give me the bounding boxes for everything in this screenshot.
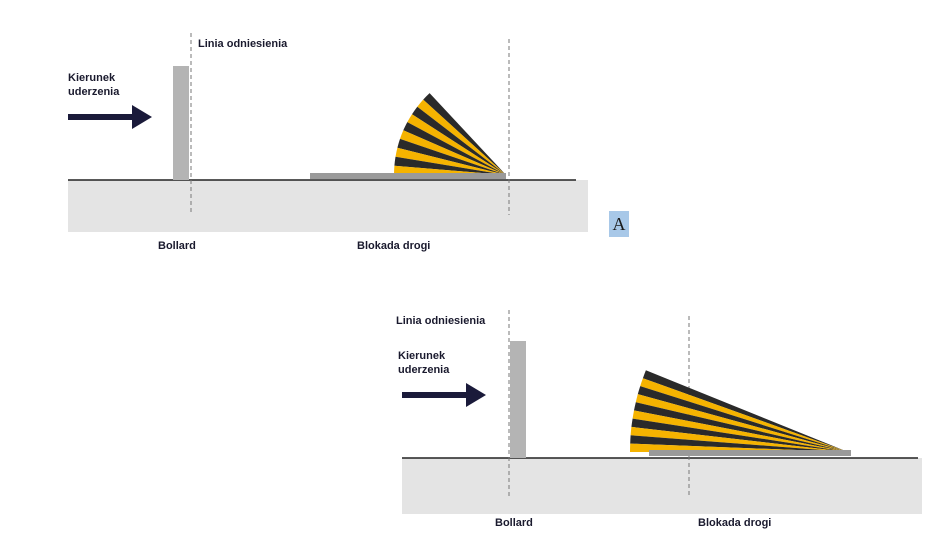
impact-direction-label-1: Kierunek — [68, 72, 116, 84]
roadblock-stripe — [394, 165, 506, 175]
marker-a: A — [609, 211, 629, 237]
reference-line-label: Linia odniesienia — [198, 38, 288, 50]
impact-arrow — [68, 105, 152, 129]
roadblock-stripe — [634, 402, 848, 452]
roadblock-stripe — [407, 114, 506, 175]
roadblock-stripe — [642, 370, 848, 452]
reference-line-label: Linia odniesienia — [396, 315, 486, 327]
bollard-label: Bollard — [158, 240, 196, 252]
bollard — [510, 341, 526, 458]
bollard — [173, 66, 189, 180]
roadblock-stripe — [630, 435, 848, 452]
roadblock-base-plate — [310, 173, 506, 179]
roadblock-stripe — [394, 156, 506, 175]
roadblock — [394, 93, 506, 175]
roadblock-stripe — [640, 378, 848, 452]
roadblock-stripe — [630, 426, 848, 452]
roadblock-label: Blokada drogi — [698, 517, 771, 529]
impact-direction-label-2: uderzenia — [398, 364, 450, 376]
roadblock — [630, 370, 848, 452]
roadblock-stripe — [632, 410, 848, 452]
impact-direction-label-2: uderzenia — [68, 86, 120, 98]
roadblock-stripe — [417, 99, 506, 175]
ground — [402, 458, 922, 514]
roadblock-stripe — [395, 147, 506, 175]
bollard-label: Bollard — [495, 517, 533, 529]
roadblock-label: Blokada drogi — [357, 240, 430, 252]
roadblock-stripe — [637, 386, 848, 452]
roadblock-stripe — [397, 138, 506, 175]
diagram-top-svg: Linia odniesienia Kierunek uderzenia Bol… — [68, 33, 588, 252]
diagram-top: Linia odniesienia Kierunek uderzenia Bol… — [60, 25, 605, 335]
roadblock-stripe — [635, 394, 848, 452]
roadblock-stripe — [403, 122, 506, 175]
roadblock-stripe — [423, 93, 506, 175]
impact-arrow — [402, 383, 486, 407]
roadblock-stripe — [400, 130, 506, 175]
roadblock-stripe — [412, 106, 506, 175]
ground — [68, 180, 588, 232]
roadblock-stripe — [630, 443, 848, 452]
diagram-bottom-svg: Linia odniesienia Kierunek uderzenia Bol… — [396, 310, 922, 529]
diagram-bottom: Linia odniesienia Kierunek uderzenia Bol… — [388, 300, 940, 555]
roadblock-base-plate — [649, 450, 851, 456]
roadblock-stripe — [631, 418, 848, 452]
impact-direction-label-1: Kierunek — [398, 350, 446, 362]
